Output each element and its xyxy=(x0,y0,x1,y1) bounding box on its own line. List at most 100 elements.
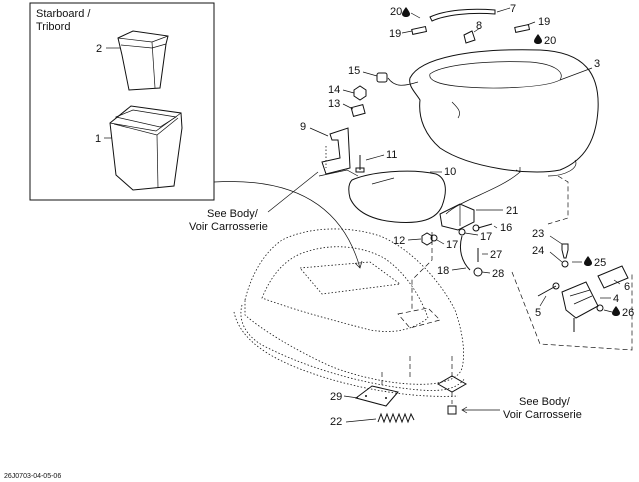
callout-24: 24 xyxy=(532,245,544,257)
leader-14 xyxy=(342,89,355,94)
leader-8 xyxy=(473,27,481,33)
nut-12-part xyxy=(421,232,433,246)
arrowhead-see-body-upper xyxy=(354,260,363,269)
pin-right-part xyxy=(514,23,531,33)
bolt-16-part xyxy=(472,223,493,232)
washer-17b-part xyxy=(458,228,466,236)
callout-20b: 20 xyxy=(544,35,556,47)
leader-23 xyxy=(549,235,563,245)
callout-6: 6 xyxy=(624,281,630,293)
leader-6 xyxy=(613,279,621,285)
leader-16 xyxy=(493,225,498,229)
callout-4: 4 xyxy=(613,293,619,305)
callout-17b: 17 xyxy=(480,231,492,243)
callout-11: 11 xyxy=(386,149,397,161)
leader-see-body-upper-a xyxy=(267,171,319,213)
liner-bin-part xyxy=(117,30,169,91)
callout-20a: 20 xyxy=(390,6,402,18)
washer-17a-part xyxy=(430,234,438,242)
hinge-fastener xyxy=(596,304,604,312)
leader-12 xyxy=(407,238,422,241)
callout-19b: 19 xyxy=(538,16,550,28)
bracket-part xyxy=(318,127,359,177)
leader-15 xyxy=(362,71,378,77)
callout-5: 5 xyxy=(535,307,541,319)
inset-title-line2: Tribord xyxy=(36,21,70,33)
leader-28 xyxy=(481,271,491,274)
pin-5-part xyxy=(537,282,560,297)
screw-part xyxy=(355,155,365,173)
grommet-part xyxy=(376,72,419,86)
see-body-lower-line1: See Body/ xyxy=(519,396,571,408)
guide-hinge-box xyxy=(511,271,633,351)
rod-part xyxy=(459,235,471,271)
oil-drop-icon xyxy=(534,34,542,44)
oil-drop-icon xyxy=(584,256,592,266)
pad-part xyxy=(348,170,446,223)
body-hatch-dashed xyxy=(397,307,441,329)
inset-title-line1: Starboard / xyxy=(36,8,91,20)
cable-to-cover xyxy=(445,171,521,215)
hinge-part xyxy=(561,281,599,332)
callout-13: 13 xyxy=(328,98,340,110)
callout-23: 23 xyxy=(532,228,544,240)
callout-22: 22 xyxy=(330,416,342,428)
leader-7 xyxy=(496,7,511,13)
pin-left-part xyxy=(411,25,428,35)
leader-22 xyxy=(345,418,377,423)
inset-frame xyxy=(29,2,215,201)
callout-27: 27 xyxy=(490,249,502,261)
callout-18: 18 xyxy=(437,265,449,277)
leader-3 xyxy=(559,67,593,81)
callout-14: 14 xyxy=(328,84,340,96)
washer-24-part xyxy=(561,260,569,268)
callout-15: 15 xyxy=(348,65,360,77)
callout-2: 2 xyxy=(96,43,102,55)
see-body-upper-line1: See Body/ xyxy=(207,208,259,220)
top-cover-part xyxy=(409,49,599,177)
leader-11 xyxy=(365,154,385,161)
callout-26: 26 xyxy=(622,307,634,319)
starboard-inset: Starboard / Tribord 2 1 xyxy=(29,2,215,201)
callout-25: 25 xyxy=(594,257,606,269)
leader-29 xyxy=(343,395,359,399)
callout-29: 29 xyxy=(330,391,342,403)
leader-24 xyxy=(549,251,563,263)
lower-plate-part xyxy=(436,375,468,393)
body-outline xyxy=(233,228,466,397)
leader-see-body-upper-b xyxy=(213,181,361,269)
guide-latch-to-body xyxy=(411,232,433,310)
leader-19a xyxy=(401,30,413,34)
washer-28-part xyxy=(473,267,483,277)
washer-part xyxy=(350,103,366,117)
leader-26 xyxy=(603,309,613,313)
guide-cover-to-hinge xyxy=(547,175,569,225)
spring-part xyxy=(377,412,415,424)
callout-7: 7 xyxy=(510,3,516,15)
storage-bin-part xyxy=(109,105,183,191)
strap-part xyxy=(429,8,496,22)
callout-17a: 17 xyxy=(446,239,458,251)
diagram-code: 26J0703-04-05-06 xyxy=(4,473,61,480)
leader-18 xyxy=(451,267,467,271)
cable-arrow xyxy=(515,167,521,173)
see-body-lower-line2: Voir Carrosserie xyxy=(503,409,582,421)
hinge-plate-part xyxy=(597,265,629,289)
latch-part xyxy=(439,203,475,231)
clip-part xyxy=(463,30,476,44)
callout-21: 21 xyxy=(506,205,518,217)
callout-9: 9 xyxy=(300,121,306,133)
callout-16: 16 xyxy=(500,222,512,234)
callout-3: 3 xyxy=(594,58,600,70)
leader-20a xyxy=(410,12,421,19)
leader-17a xyxy=(436,239,445,245)
nut-part xyxy=(353,85,367,101)
oil-drop-icon xyxy=(402,7,410,17)
screw-23-part xyxy=(561,243,569,259)
callout-8: 8 xyxy=(476,20,482,32)
callout-19a: 19 xyxy=(389,28,401,40)
lower-bolt-part xyxy=(447,405,457,415)
leader-9 xyxy=(309,127,329,137)
leader-19b xyxy=(526,21,536,26)
